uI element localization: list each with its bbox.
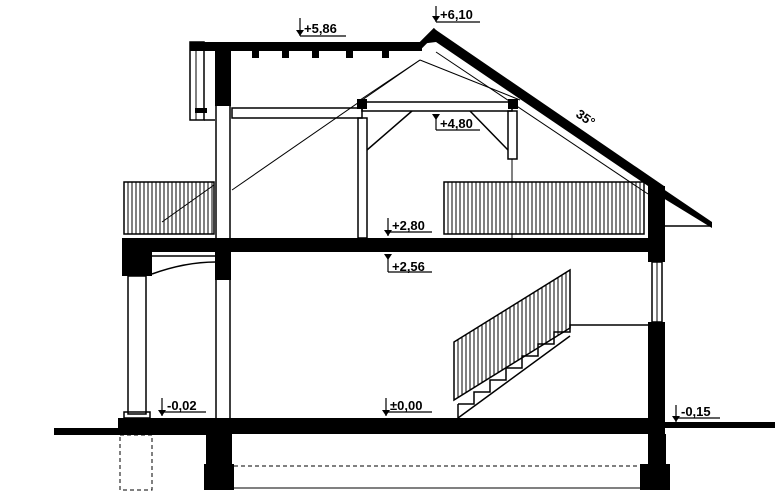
level-marker-terrace: -0,02 xyxy=(158,398,206,416)
level-marker-terrain-right: -0,15 xyxy=(672,404,720,422)
right-wall-lower xyxy=(648,322,665,418)
foundation-right xyxy=(648,434,666,464)
ground-floor-slab xyxy=(118,418,665,434)
level-marker-flat-roof: +5,86 xyxy=(296,18,346,37)
level-marker-beam: +4,80 xyxy=(432,114,480,131)
level-ceiling-label: +2,56 xyxy=(392,259,425,274)
roof-eaves xyxy=(650,180,712,228)
balustrade-left xyxy=(123,181,215,235)
upper-stair-hint xyxy=(161,184,215,223)
level-marker-first-floor: +2,80 xyxy=(384,218,432,236)
rafter-left-b xyxy=(359,59,421,101)
flat-roof-slab xyxy=(190,42,422,51)
stair-handrail xyxy=(453,268,571,402)
roof-joists xyxy=(252,51,389,58)
level-ground-floor-label: ±0,00 xyxy=(390,398,422,413)
first-floor-slab xyxy=(122,238,656,252)
terrace-column xyxy=(127,275,147,415)
ridge-beam xyxy=(231,107,363,119)
level-ridge-label: +6,10 xyxy=(440,7,473,22)
balustrade-right xyxy=(443,181,645,235)
level-terrace-label: -0,02 xyxy=(167,398,197,413)
foundation-footing-left xyxy=(204,464,234,490)
level-terrain-right-label: -0,15 xyxy=(681,404,711,419)
post-left xyxy=(357,117,368,239)
slab-edge-left xyxy=(122,252,152,276)
terrace-column-base xyxy=(123,411,151,419)
level-marker-ceiling: +2,56 xyxy=(384,254,432,274)
rafter-left-a xyxy=(231,59,421,191)
terrace-footing-dashed xyxy=(119,434,153,491)
brace-left xyxy=(366,110,413,151)
level-first-floor-label: +2,80 xyxy=(392,218,425,233)
post-right xyxy=(507,110,518,160)
parapet-cap xyxy=(195,108,207,113)
left-wall-upper xyxy=(215,46,231,106)
terrace-lintel-arc xyxy=(151,261,217,275)
roof-ridge-left xyxy=(417,27,439,49)
pitched-roof-right xyxy=(420,30,664,196)
beam-block-right xyxy=(508,99,518,109)
foundation-footing-right xyxy=(640,464,670,490)
level-marker-ground-floor: ±0,00 xyxy=(382,398,432,416)
roof-pitch-label: 35° xyxy=(573,106,598,130)
level-beam-label: +4,80 xyxy=(440,116,473,131)
foundation-left xyxy=(206,434,232,464)
rafter-inner-right xyxy=(435,51,649,195)
brace-right xyxy=(469,110,509,151)
terrain-line-right xyxy=(660,422,775,428)
level-marker-ridge: +6,10 xyxy=(432,6,480,23)
rafter-right xyxy=(419,59,521,101)
tie-beam xyxy=(361,101,513,112)
beam-block-left xyxy=(357,99,367,109)
level-flat-roof-label: +5,86 xyxy=(304,21,337,36)
roof-parapet xyxy=(189,41,205,121)
left-wall-lower xyxy=(215,250,231,280)
